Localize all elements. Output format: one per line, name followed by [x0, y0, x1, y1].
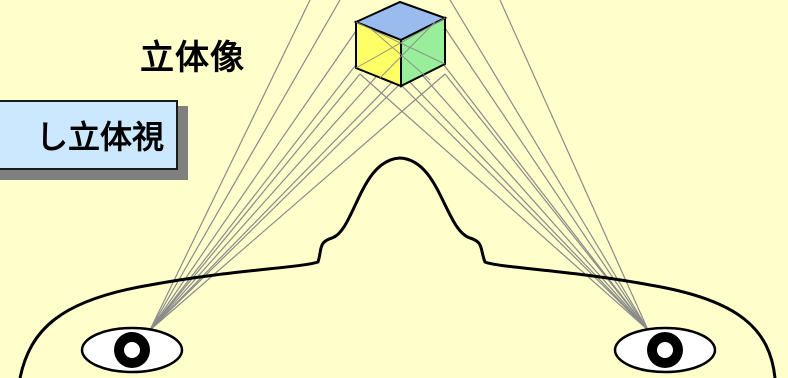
method-label: し立体視	[0, 100, 178, 170]
stereo-image-label: 立体像	[140, 30, 245, 79]
left-eye-icon	[82, 328, 182, 372]
method-label-box: し立体視	[0, 100, 188, 180]
cube-icon	[356, 2, 445, 86]
right-eye-icon	[615, 328, 715, 372]
